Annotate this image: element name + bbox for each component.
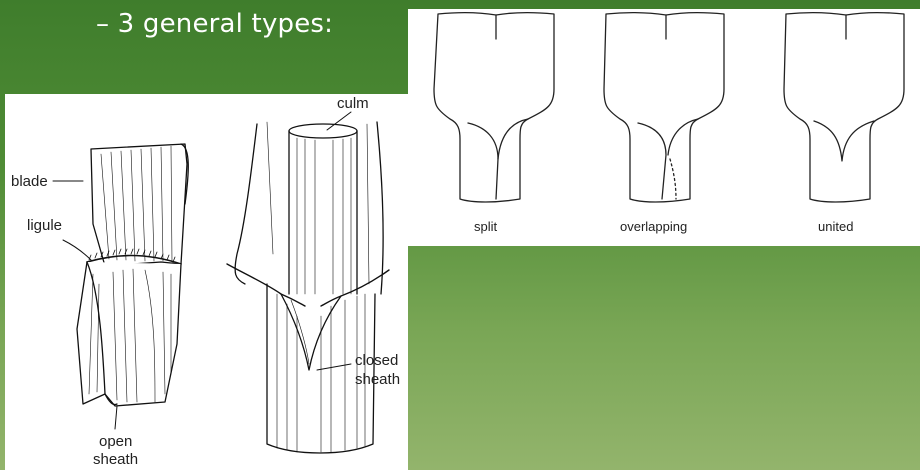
label-closed-sheath-line2: sheath xyxy=(355,371,400,388)
split-sheath-shape xyxy=(434,13,554,202)
label-blade: blade xyxy=(11,173,48,190)
label-closed-sheath-line1: closed xyxy=(355,352,398,369)
united-sheath-shape xyxy=(784,13,904,202)
open-sheath-stem xyxy=(77,144,188,406)
caption-overlapping: overlapping xyxy=(620,219,687,234)
caption-united: united xyxy=(818,219,853,234)
label-open-sheath-line1: open xyxy=(99,433,132,450)
closed-sheath-stem xyxy=(227,122,389,453)
sheath-types-panel: split overlapping united xyxy=(408,9,920,246)
overlapping-sheath-shape xyxy=(604,13,724,202)
sheath-types-diagram: split overlapping united xyxy=(408,9,920,246)
caption-split: split xyxy=(474,219,498,234)
label-ligule: ligule xyxy=(27,217,62,234)
sheath-illustration: blade ligule open sheath culm closed she… xyxy=(5,94,408,470)
sheath-illustration-panel: blade ligule open sheath culm closed she… xyxy=(5,94,408,470)
label-open-sheath-line2: sheath xyxy=(93,451,138,468)
slide-title: – 3 general types: xyxy=(96,9,333,39)
label-culm: culm xyxy=(337,95,369,112)
